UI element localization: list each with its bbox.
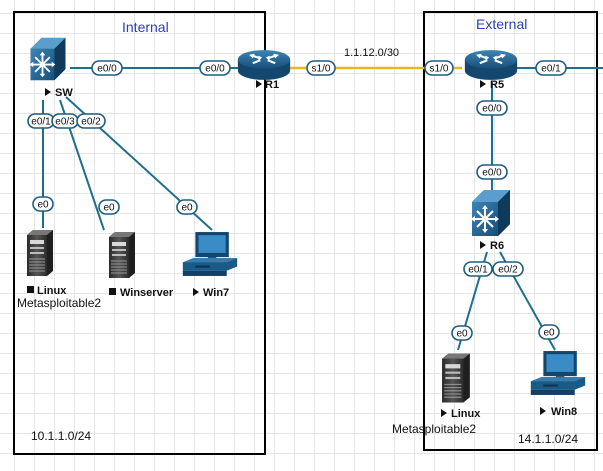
router-icon bbox=[463, 49, 519, 81]
port-sw-winserver: e0/3 bbox=[51, 113, 79, 129]
r1-label: R1 bbox=[265, 79, 279, 91]
pc-icon bbox=[182, 232, 238, 276]
win8-device[interactable]: Win8 bbox=[530, 351, 586, 418]
svg-text:e0/1: e0/1 bbox=[541, 64, 561, 75]
r6-label: R6 bbox=[490, 240, 504, 252]
router-icon bbox=[236, 49, 292, 81]
win7-label: Win7 bbox=[203, 287, 229, 299]
port-r5-uplink: e0/1 bbox=[535, 60, 567, 76]
play-icon bbox=[540, 407, 546, 415]
r6-device[interactable]: R6 bbox=[470, 189, 511, 252]
port-r6-r5: e0/0 bbox=[476, 164, 508, 180]
internal-subnet-label: 10.1.1.0/24 bbox=[31, 429, 91, 443]
server-icon bbox=[441, 352, 471, 404]
r5-device[interactable]: R5 bbox=[463, 49, 519, 91]
port-r5-r1: s1/0 bbox=[424, 60, 454, 76]
server-icon bbox=[26, 229, 54, 277]
svg-text:e0/0: e0/0 bbox=[205, 64, 225, 75]
svg-text:e0/0: e0/0 bbox=[482, 104, 502, 115]
svg-text:e0: e0 bbox=[37, 200, 49, 211]
linux-internal-sublabel: Metasploitable2 bbox=[17, 296, 101, 310]
internal-zone-title: Internal bbox=[122, 19, 169, 35]
external-zone-title: External bbox=[476, 16, 527, 32]
port-r1-r5: s1/0 bbox=[306, 60, 336, 76]
win7-device[interactable]: Win7 bbox=[182, 232, 238, 299]
svg-text:e0: e0 bbox=[456, 329, 468, 340]
switch-icon bbox=[28, 36, 67, 82]
svg-text:s1/0: s1/0 bbox=[312, 64, 331, 75]
port-r6-linux: e0/1 bbox=[463, 261, 493, 277]
port-r1-sw: e0/0 bbox=[199, 60, 231, 76]
port-sw-linux: e0/1 bbox=[27, 113, 55, 129]
port-win7: e0 bbox=[176, 199, 198, 215]
winserver-device[interactable]: Winserver bbox=[108, 231, 174, 299]
sw-label: SW bbox=[55, 87, 73, 99]
linux-internal-device[interactable]: Linux Metasploitable2 bbox=[17, 229, 101, 310]
serial-network-label: 1.1.12.0/30 bbox=[344, 47, 399, 59]
linux-external-label: Linux bbox=[451, 408, 481, 420]
stop-icon bbox=[109, 288, 116, 295]
svg-text:e0/2: e0/2 bbox=[498, 265, 518, 276]
svg-text:e0: e0 bbox=[543, 328, 555, 339]
switch-icon bbox=[470, 189, 511, 237]
play-icon bbox=[45, 88, 51, 96]
svg-text:s1/0: s1/0 bbox=[430, 64, 449, 75]
play-icon bbox=[256, 80, 262, 88]
sw-device[interactable]: SW bbox=[28, 36, 74, 99]
port-r6-win8: e0/2 bbox=[492, 261, 524, 277]
internal-zone-box bbox=[13, 11, 266, 455]
port-linux-external: e0 bbox=[451, 325, 473, 341]
r1-device[interactable]: R1 bbox=[236, 49, 292, 91]
svg-text:e0: e0 bbox=[181, 203, 193, 214]
play-icon bbox=[441, 409, 447, 417]
stop-icon bbox=[27, 286, 34, 293]
svg-text:e0/0: e0/0 bbox=[97, 64, 117, 75]
svg-text:e0/1: e0/1 bbox=[468, 265, 488, 276]
port-sw-win7: e0/2 bbox=[76, 113, 106, 129]
winserver-label: Winserver bbox=[120, 287, 174, 299]
svg-text:e0/1: e0/1 bbox=[31, 117, 51, 128]
svg-text:e0/0: e0/0 bbox=[482, 168, 502, 179]
port-linux-internal: e0 bbox=[32, 196, 54, 212]
port-sw-r1: e0/0 bbox=[91, 60, 123, 76]
external-zone-box bbox=[423, 11, 598, 451]
server-icon bbox=[108, 231, 136, 279]
port-r5-r6: e0/0 bbox=[476, 100, 508, 116]
port-winserver: e0 bbox=[98, 199, 120, 215]
linux-external-sublabel: Metasploitable2 bbox=[392, 422, 476, 436]
r5-label: R5 bbox=[490, 79, 504, 91]
linux-external-device[interactable]: Linux Metasploitable2 bbox=[392, 352, 481, 436]
play-icon bbox=[193, 288, 199, 296]
linux-internal-label: Linux bbox=[37, 285, 67, 297]
play-icon bbox=[480, 80, 486, 88]
svg-text:e0/3: e0/3 bbox=[55, 117, 75, 128]
pc-icon bbox=[530, 351, 586, 395]
external-subnet-label: 14.1.1.0/24 bbox=[518, 432, 578, 446]
play-icon bbox=[480, 241, 486, 249]
svg-text:e0/2: e0/2 bbox=[81, 117, 101, 128]
win8-label: Win8 bbox=[551, 406, 577, 418]
port-win8: e0 bbox=[538, 324, 560, 340]
svg-text:e0: e0 bbox=[103, 203, 115, 214]
